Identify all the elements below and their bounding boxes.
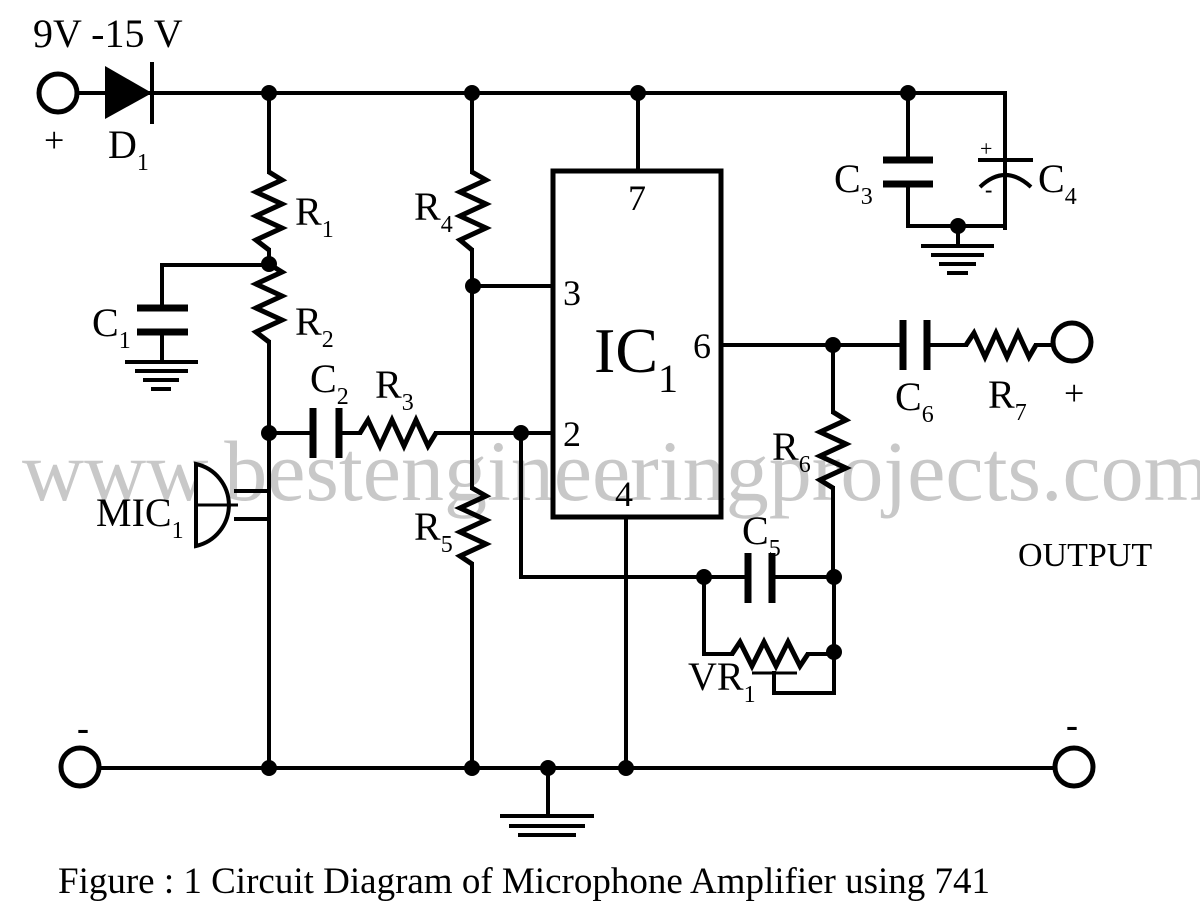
input-minus-sign: -	[77, 708, 89, 748]
ic1-pin-4: 4	[615, 474, 633, 514]
capacitor-c2	[267, 408, 362, 458]
input-negative-terminal[interactable]	[58, 745, 102, 789]
diode-d1	[105, 62, 154, 124]
electrolytic-capacitor-c4	[978, 158, 1033, 230]
resistor-r2	[250, 261, 288, 344]
resistor-r3	[357, 414, 439, 452]
r5-label: R5	[414, 504, 453, 558]
c4-negative-mark: -	[985, 177, 992, 202]
ground-icon	[500, 814, 594, 837]
junction	[261, 760, 277, 776]
input-positive-terminal[interactable]	[36, 71, 80, 115]
output-label: OUTPUT	[1018, 537, 1152, 574]
r1-label: R1	[295, 189, 334, 243]
output-positive-terminal[interactable]	[1050, 320, 1094, 364]
c5-label: C5	[742, 508, 781, 562]
capacitor-c6	[899, 320, 968, 370]
ground-icon	[125, 360, 198, 391]
capacitor-c1	[137, 263, 271, 364]
ground-icon	[921, 244, 994, 275]
c3-label: C3	[834, 156, 873, 210]
r7-label: R7	[988, 372, 1027, 426]
vr1-label: VR1	[688, 654, 756, 708]
input-plus-sign: +	[44, 120, 64, 160]
r3-label: R3	[375, 362, 414, 416]
mic1-label: MIC1	[96, 490, 184, 544]
supply-voltage-label: 9V -15 V	[33, 11, 183, 56]
c4-positive-mark: +	[980, 136, 992, 161]
r2-label: R2	[295, 299, 334, 353]
ic1-pin-7: 7	[628, 178, 646, 218]
d1-label: D1	[108, 122, 149, 176]
output-negative-terminal[interactable]	[1052, 745, 1096, 789]
output-minus-sign: -	[1066, 705, 1078, 745]
c2-label: C2	[310, 356, 349, 410]
junction	[618, 760, 634, 776]
output-plus-sign: +	[1064, 373, 1084, 413]
ic1-pin-6: 6	[693, 326, 711, 366]
resistor-r6	[814, 409, 852, 491]
ic1-pin-3: 3	[563, 273, 581, 313]
ic1-pin-2: 2	[563, 414, 581, 454]
ic1-label: IC1	[594, 315, 678, 401]
resistor-r7	[963, 326, 1039, 364]
capacitor-c3	[883, 91, 1007, 228]
variable-resistor-vr1	[702, 575, 836, 695]
r4-label: R4	[414, 184, 453, 238]
figure-caption: Figure : 1 Circuit Diagram of Microphone…	[58, 861, 990, 902]
resistor-r1	[250, 169, 288, 252]
capacitor-c5	[702, 553, 836, 603]
c6-label: C6	[895, 374, 934, 428]
resistor-r5	[454, 485, 492, 567]
c1-label: C1	[92, 300, 131, 354]
junction	[630, 85, 646, 101]
r6-label: R6	[772, 424, 811, 478]
c4-label: C4	[1038, 156, 1077, 210]
junction	[464, 760, 480, 776]
resistor-r4	[454, 169, 492, 252]
microphone-mic1	[194, 431, 271, 549]
junction	[826, 644, 842, 660]
